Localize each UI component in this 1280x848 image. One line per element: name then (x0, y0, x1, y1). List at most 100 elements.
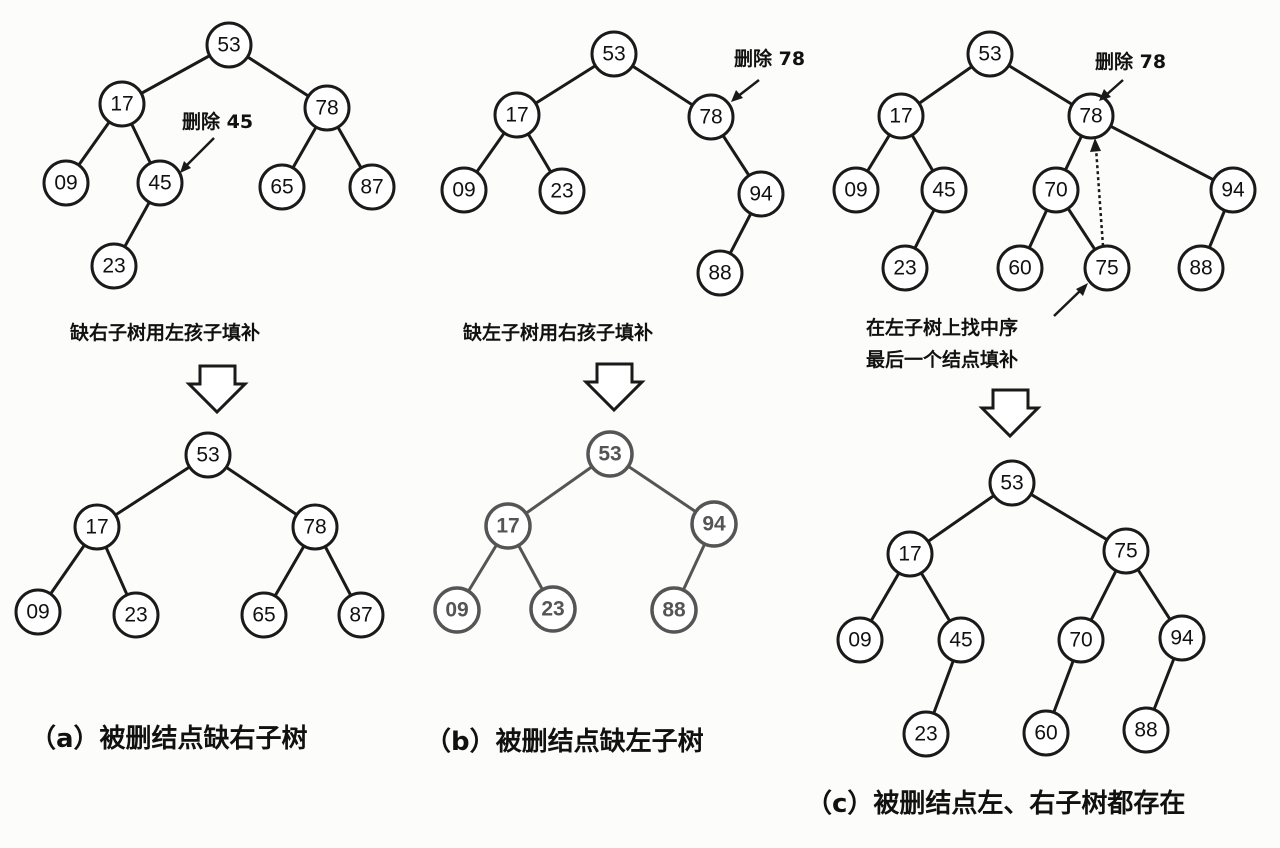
tree-node: 17 (73, 503, 121, 551)
svg-text:23: 23 (550, 180, 573, 203)
rule-label: 缺右子树用左孩子填补 (70, 321, 260, 344)
tree-node: 45 (937, 616, 985, 664)
rule-label-line2: 最后一个结点填补 (866, 348, 1018, 371)
svg-text:23: 23 (893, 257, 916, 280)
tree-node: 23 (112, 591, 160, 639)
tree-node: 09 (440, 166, 488, 214)
tree-node: 87 (337, 591, 385, 639)
svg-text:17: 17 (898, 543, 921, 566)
tree-node: 17 (98, 80, 146, 128)
svg-text:70: 70 (1069, 629, 1092, 652)
tree-node: 94 (1209, 166, 1257, 214)
edge (1090, 114, 1234, 192)
svg-text:87: 87 (349, 604, 372, 627)
svg-text:09: 09 (26, 601, 49, 624)
tree-node: 94 (690, 500, 738, 548)
panel-a-before-nodes: 53 17 78 09 45 65 87 23 (42, 21, 396, 290)
tree-node: 17 (877, 92, 925, 140)
transform-arrow-icon (185, 364, 249, 415)
svg-text:17: 17 (889, 105, 912, 128)
tree-node: 78 (291, 503, 339, 551)
tree-node: 45 (920, 166, 968, 214)
tree-node: 60 (1022, 709, 1070, 757)
svg-text:94: 94 (749, 183, 773, 206)
tree-node: 23 (538, 167, 586, 215)
transform-arrow-icon (582, 362, 646, 413)
tree-node-deleted: 45 (136, 159, 184, 207)
panel-b-before-nodes: 53 17 78 09 23 94 88 (440, 30, 785, 297)
svg-text:17: 17 (110, 93, 133, 116)
panel-a-before-edges (64, 43, 374, 267)
tree-node-replacement: 75 (1083, 244, 1131, 292)
tree-node: 17 (886, 530, 934, 578)
svg-text:94: 94 (1170, 627, 1194, 650)
delete-label: 删除 78 (1095, 50, 1166, 73)
tree-node: 53 (988, 459, 1036, 507)
svg-text:23: 23 (124, 604, 147, 627)
tree-node: 65 (240, 591, 288, 639)
panel-a: 53 17 78 09 45 65 87 23 删除 45 缺右子树用左孩子填补… (14, 21, 396, 754)
svg-text:45: 45 (932, 179, 955, 202)
tree-node: 23 (902, 710, 950, 758)
svg-text:53: 53 (598, 443, 621, 466)
svg-text:45: 45 (949, 629, 972, 652)
tree-node: 53 (590, 30, 638, 78)
svg-text:88: 88 (1189, 257, 1212, 280)
svg-text:23: 23 (914, 723, 937, 746)
replacement-arrow (1094, 147, 1105, 247)
tree-node: 78 (303, 84, 351, 132)
pointer-arrow (184, 137, 215, 168)
tree-node: 09 (42, 159, 90, 207)
svg-text:78: 78 (1079, 105, 1102, 128)
tree-node: 60 (996, 244, 1044, 292)
pointer-arrow-head (1076, 283, 1088, 296)
svg-text:65: 65 (270, 176, 293, 199)
svg-text:09: 09 (54, 172, 77, 195)
tree-node: 17 (484, 502, 532, 550)
tree-node: 88 (696, 249, 744, 297)
delete-label: 删除 78 (734, 47, 805, 70)
tree-node: 23 (529, 585, 577, 633)
tree-node: 94 (737, 170, 785, 218)
svg-text:17: 17 (496, 515, 519, 538)
svg-text:88: 88 (662, 599, 686, 622)
tree-node: 23 (881, 244, 929, 292)
tree-node: 88 (1122, 706, 1170, 754)
svg-text:09: 09 (848, 629, 871, 652)
tree-node: 75 (1102, 527, 1150, 575)
svg-text:78: 78 (315, 97, 338, 120)
svg-text:75: 75 (1095, 257, 1118, 280)
panel-a-after-nodes: 53 17 78 09 23 65 87 (14, 431, 385, 639)
tree-node: 17 (493, 91, 541, 139)
panel-b-after-nodes: 53 17 94 09 23 88 (433, 430, 738, 634)
tree-node: 23 (90, 242, 138, 290)
tree-node: 87 (348, 163, 396, 211)
svg-text:53: 53 (602, 43, 625, 66)
panel-c-before-edges (854, 52, 1235, 269)
svg-text:78: 78 (699, 106, 722, 129)
svg-text:53: 53 (1000, 472, 1023, 495)
tree-node: 53 (184, 431, 232, 479)
tree-node-deleted: 78 (687, 93, 735, 141)
tree-node: 53 (205, 21, 253, 69)
svg-text:94: 94 (1221, 179, 1245, 202)
svg-text:53: 53 (978, 43, 1001, 66)
panel-c-after-edges (858, 481, 1184, 735)
svg-text:88: 88 (1134, 719, 1157, 742)
pointer-arrow (1053, 288, 1083, 317)
svg-text:09: 09 (445, 599, 468, 622)
panel-b: 53 17 78 09 23 94 88 删除 78 缺左子树用右孩子填补 53… (425, 30, 805, 757)
delete-label: 删除 45 (182, 110, 253, 133)
panel-caption: （c）被删结点左、右子树都存在 (806, 788, 1185, 819)
svg-text:09: 09 (452, 179, 475, 202)
tree-node: 70 (1057, 616, 1105, 664)
tree-node: 53 (966, 30, 1014, 78)
panel-caption: （a）被删结点缺右子树 (30, 723, 308, 754)
svg-text:53: 53 (196, 444, 219, 467)
svg-text:23: 23 (541, 598, 564, 621)
svg-text:60: 60 (1034, 722, 1057, 745)
tree-node: 70 (1032, 166, 1080, 214)
panel-c: 53 17 78 09 45 70 94 23 60 75 88 删除 78 在… (806, 30, 1257, 819)
pointer-arrow-head (1099, 89, 1111, 101)
